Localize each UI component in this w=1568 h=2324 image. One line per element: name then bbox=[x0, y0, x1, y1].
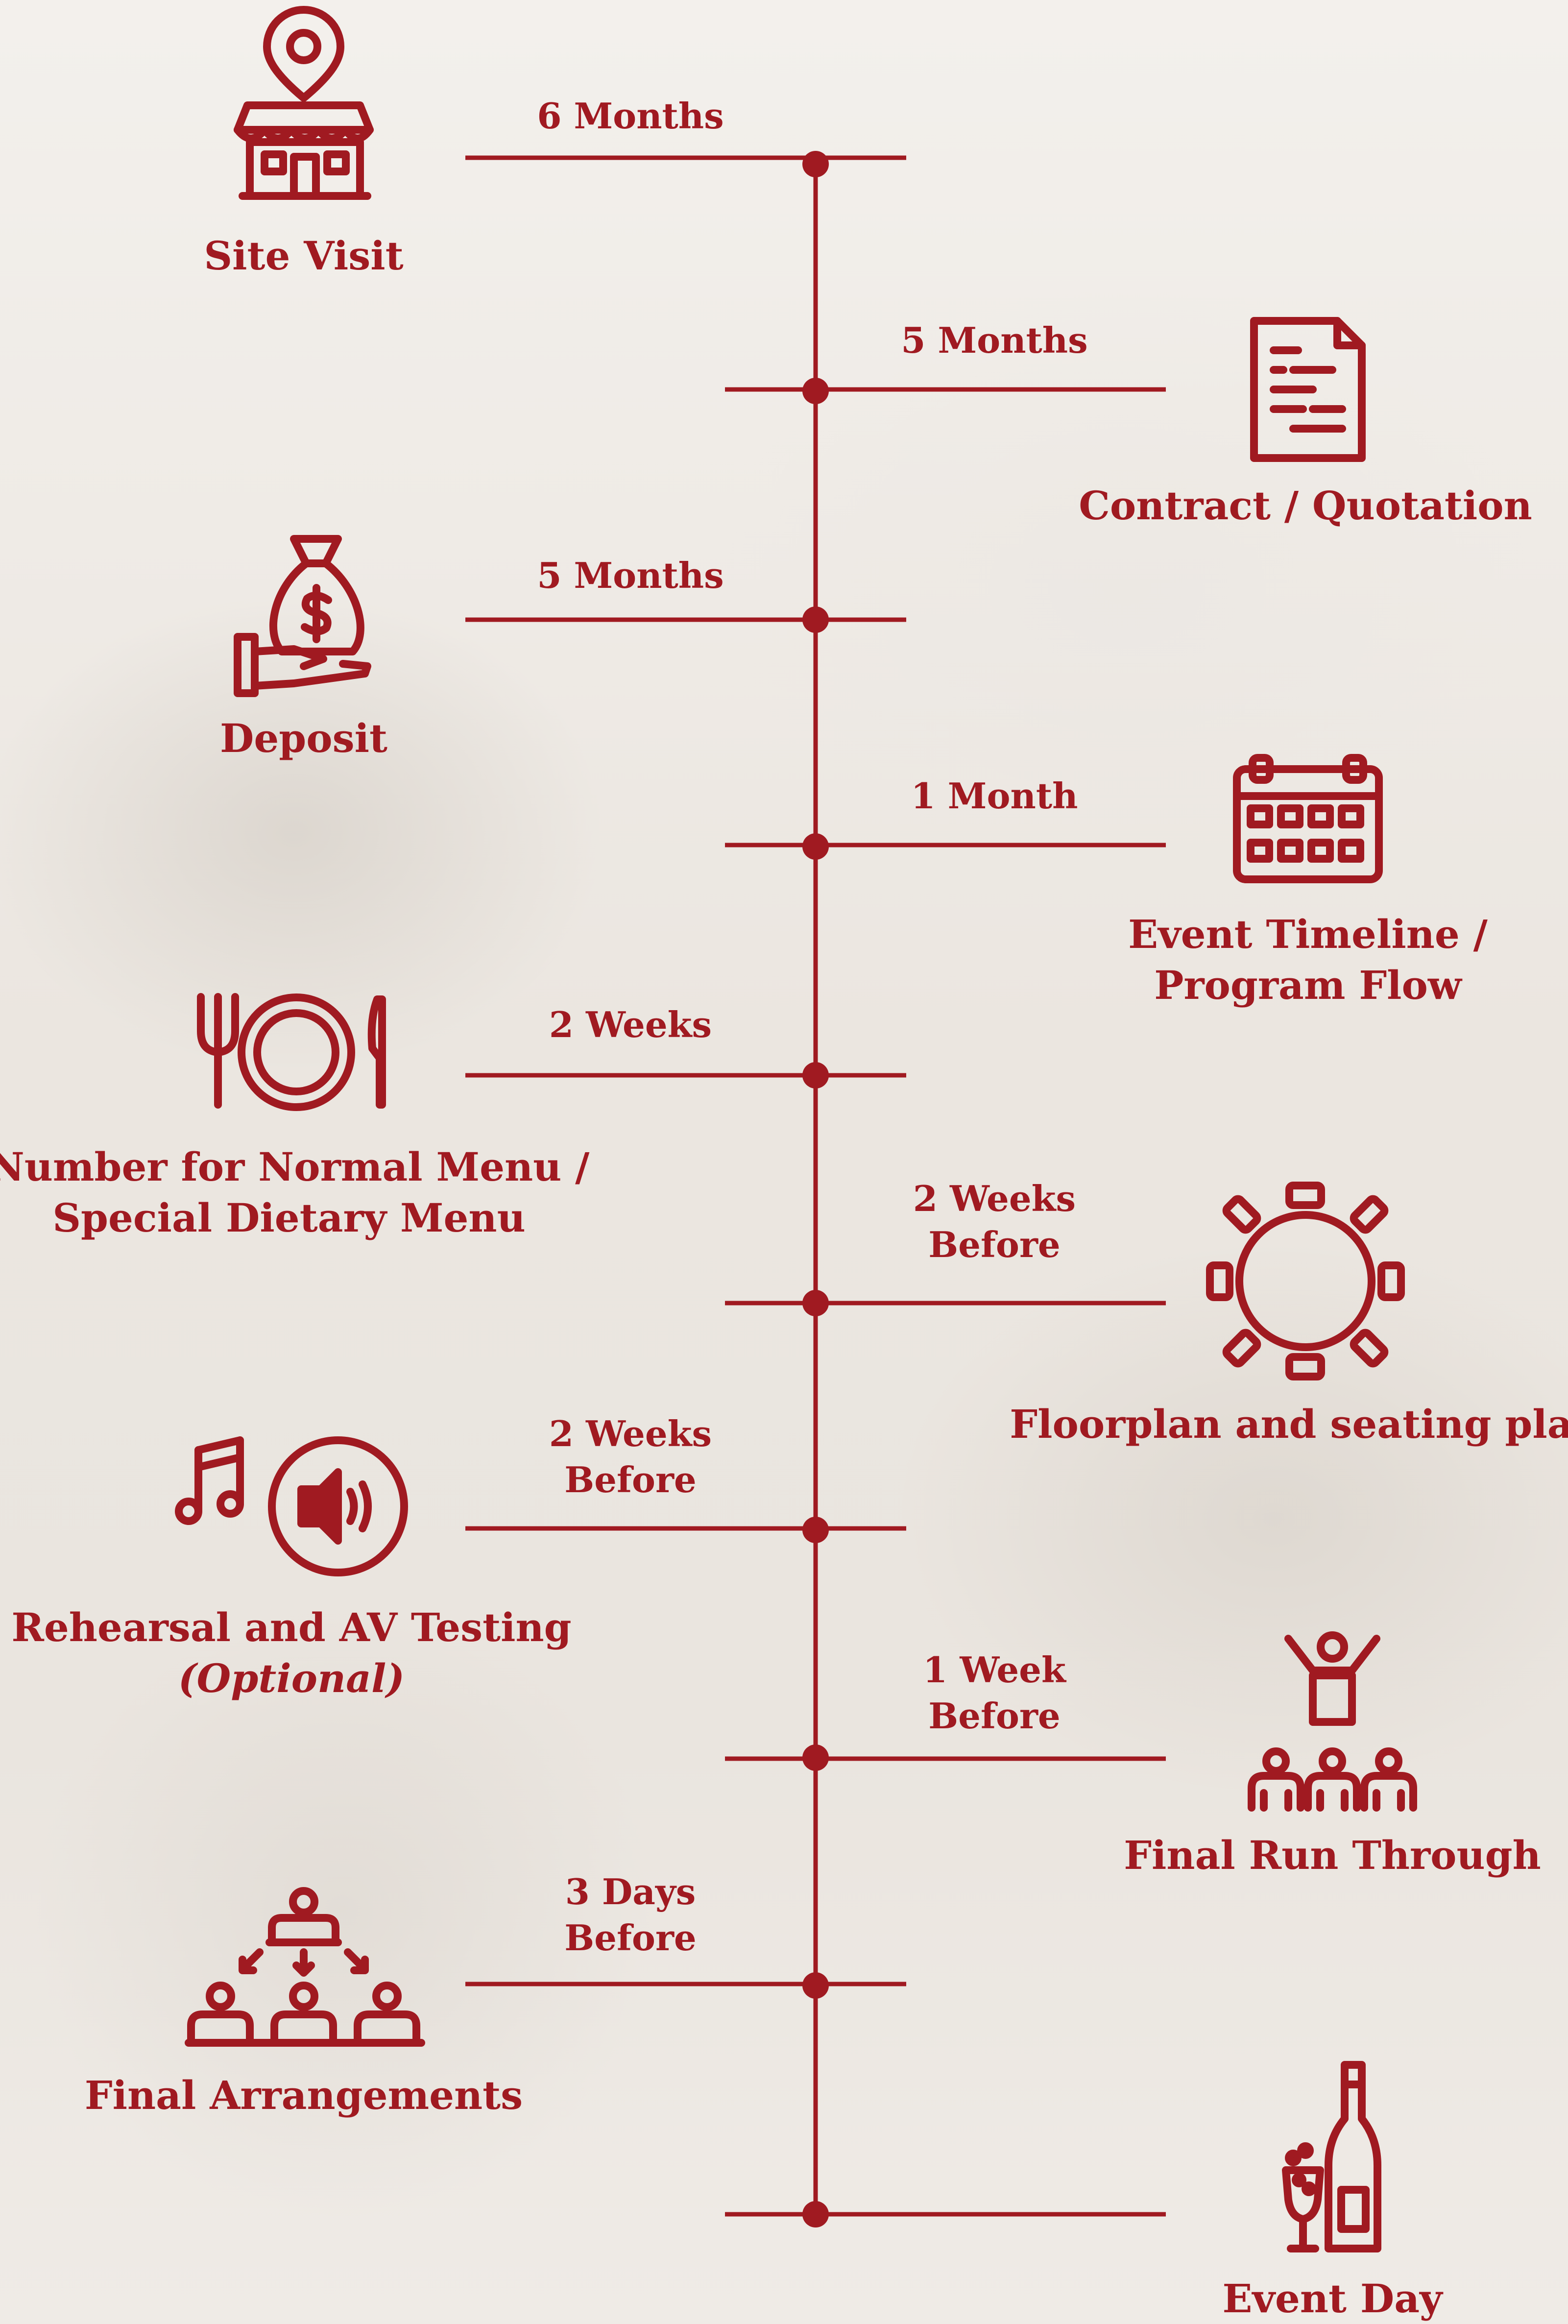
step-6-label-line-1: Floorplan and seating plan bbox=[1010, 1401, 1568, 1447]
step-7-label-line-1: Rehearsal and AV Testing bbox=[11, 1604, 572, 1650]
step-8-timing: 1 Week Before bbox=[867, 1647, 1122, 1739]
step-9-label-line-1: Final Arrangements bbox=[84, 2072, 523, 2118]
step-5-timing-line-1: 2 Weeks bbox=[549, 1004, 712, 1045]
step-2-timing: 5 Months bbox=[867, 317, 1122, 363]
step-3-timing: 5 Months bbox=[503, 553, 758, 599]
step-connector-9 bbox=[465, 1972, 906, 1999]
step-7-timing-line-2: Before bbox=[564, 1458, 697, 1501]
step-1-timing-line-1: 6 Months bbox=[537, 95, 724, 137]
step-1-timing: 6 Months bbox=[503, 93, 758, 139]
step-3-timing-line-1: 5 Months bbox=[537, 555, 724, 596]
step-connector-8 bbox=[725, 1744, 1166, 1771]
step-3-label-line-1: Deposit bbox=[220, 715, 387, 761]
step-5-label: Number for Normal Menu / Special Dietary… bbox=[0, 1141, 607, 1243]
step-8-label-line-1: Final Run Through bbox=[1124, 1832, 1541, 1878]
step-connector-10 bbox=[725, 2201, 1166, 2227]
step-8-timing-line-2: Before bbox=[928, 1695, 1061, 1737]
step-connector-4 bbox=[725, 833, 1166, 860]
calendar-icon bbox=[1233, 754, 1383, 883]
round-table-icon bbox=[1206, 1182, 1405, 1380]
step-6-timing: 2 Weeks Before bbox=[867, 1176, 1122, 1267]
step-4-label: Event Timeline / Program Flow bbox=[989, 909, 1568, 1011]
step-connector-7 bbox=[465, 1517, 906, 1543]
step-connector-3 bbox=[465, 606, 906, 633]
step-9-label: Final Arrangements bbox=[0, 2070, 622, 2121]
shop-location-icon bbox=[234, 6, 374, 200]
step-3-label: Deposit bbox=[0, 713, 622, 764]
step-6-timing-line-1: 2 Weeks bbox=[913, 1178, 1076, 1219]
step-9-timing-line-1: 3 Days bbox=[565, 1871, 696, 1912]
step-2-label-line-1: Contract / Quotation bbox=[1079, 483, 1532, 529]
step-5-timing: 2 Weeks bbox=[503, 1002, 758, 1048]
step-4-label-line-1: Event Timeline / bbox=[1128, 911, 1488, 957]
step-4-timing-line-1: 1 Month bbox=[911, 775, 1078, 817]
presenter-audience-icon bbox=[1248, 1631, 1417, 1812]
step-9-timing: 3 Days Before bbox=[503, 1869, 758, 1961]
step-6-timing-line-2: Before bbox=[928, 1223, 1061, 1265]
music-speaker-icon bbox=[175, 1436, 408, 1576]
champagne-icon bbox=[1282, 2061, 1381, 2252]
step-6-label: Floorplan and seating plan bbox=[987, 1399, 1568, 1450]
step-8-timing-line-1: 1 Week bbox=[923, 1649, 1066, 1691]
step-9-timing-line-2: Before bbox=[564, 1916, 697, 1959]
step-connector-2 bbox=[725, 378, 1166, 404]
step-5-label-line-1: Number for Normal Menu / bbox=[0, 1144, 590, 1190]
step-7-optional-note: (Optional) bbox=[178, 1655, 405, 1701]
step-5-label-line-2: Special Dietary Menu bbox=[52, 1195, 526, 1241]
step-1-label-line-1: Site Visit bbox=[204, 233, 404, 279]
hierarchy-people-icon bbox=[185, 1887, 425, 2047]
step-connector-6 bbox=[725, 1290, 1166, 1316]
step-4-timing: 1 Month bbox=[867, 773, 1122, 819]
step-7-timing: 2 Weeks Before bbox=[503, 1411, 758, 1502]
step-8-label: Final Run Through bbox=[1014, 1830, 1568, 1881]
plate-cutlery-icon bbox=[197, 993, 386, 1111]
step-7-timing-line-1: 2 Weeks bbox=[549, 1413, 712, 1454]
step-connector-1 bbox=[465, 151, 906, 177]
step-10-label-line-1: Event Day bbox=[1222, 2276, 1443, 2322]
step-2-label: Contract / Quotation bbox=[987, 480, 1568, 531]
step-4-label-line-2: Program Flow bbox=[1154, 962, 1462, 1008]
step-2-timing-line-1: 5 Months bbox=[901, 319, 1088, 361]
money-bag-hand-icon bbox=[234, 535, 371, 697]
step-10-label: Event Day bbox=[1014, 2273, 1568, 2324]
step-1-label: Site Visit bbox=[0, 230, 622, 281]
step-connector-5 bbox=[465, 1062, 906, 1089]
step-7-label: Rehearsal and AV Testing (Optional) bbox=[0, 1602, 610, 1704]
document-icon bbox=[1250, 317, 1366, 462]
